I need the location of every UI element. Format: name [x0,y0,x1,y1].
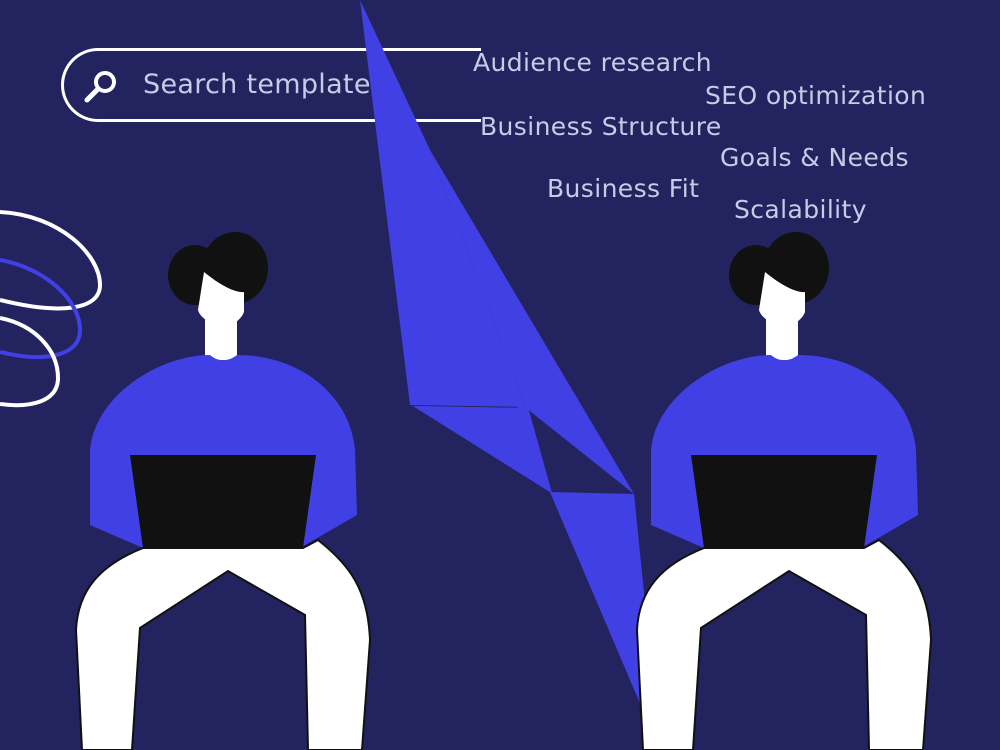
tag-business-structure: Business Structure [480,112,722,141]
search-icon [84,71,116,103]
search-placeholder: Search templates [143,69,386,100]
tag-business-fit: Business Fit [547,174,700,203]
tag-seo-optimization: SEO optimization [705,81,927,110]
tag-goals-needs: Goals & Needs [720,143,909,172]
tag-audience-research: Audience research [473,48,713,77]
search-input[interactable]: Search templates [61,48,481,122]
tag-scalability: Scalability [734,195,867,224]
